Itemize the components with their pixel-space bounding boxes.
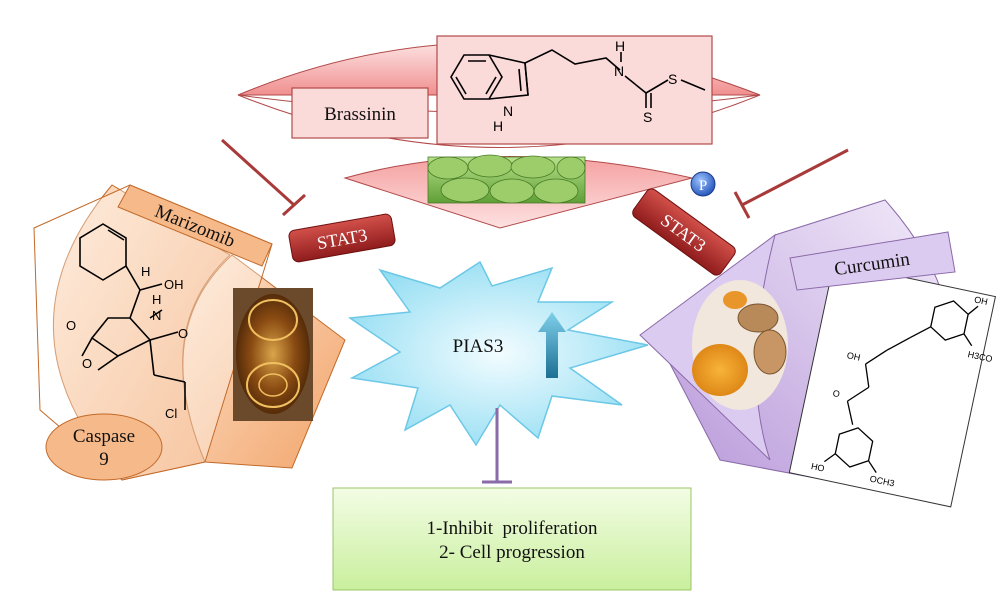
- svg-text:N: N: [614, 63, 624, 79]
- caspase-9-label-line2: 9: [99, 449, 109, 470]
- stat3-left: STAT3: [288, 213, 396, 263]
- brassinin-label: Brassinin: [324, 104, 396, 125]
- turmeric-image: [692, 280, 788, 410]
- svg-text:O: O: [66, 318, 76, 333]
- curcumin-label-tab: Curcumin: [789, 231, 956, 291]
- svg-text:S: S: [668, 71, 677, 87]
- pias3-label: PIAS3: [453, 336, 504, 357]
- curcumin-panel: OH H3CO OH O HO OCH3 Curcumin: [639, 199, 996, 508]
- phospho-badge: P: [690, 171, 716, 197]
- outcome-line-1: 1-Inhibit proliferation: [427, 518, 598, 539]
- svg-text:H: H: [615, 38, 625, 54]
- curcumin-inhibition-arrow: [733, 148, 849, 219]
- cabbage-heads: [427, 154, 586, 204]
- brassinin-panel: Brassinin H N S S N H: [237, 35, 761, 229]
- pias3-inhibition-arrow: [482, 408, 512, 484]
- svg-text:S: S: [643, 109, 652, 125]
- svg-text:N: N: [503, 103, 513, 119]
- svg-text:HO: HO: [810, 461, 825, 474]
- marizomib-structure: [79, 223, 186, 410]
- phospho-label: P: [699, 178, 707, 194]
- svg-text:H: H: [152, 292, 161, 307]
- svg-text:OH: OH: [164, 277, 184, 292]
- svg-text:OH: OH: [973, 294, 988, 307]
- svg-text:N: N: [152, 308, 161, 323]
- svg-text:H: H: [493, 118, 503, 134]
- outcome-box: 1-Inhibit proliferation 2- Cell progress…: [332, 487, 692, 591]
- brassinin-label-box: [291, 87, 429, 139]
- stat3-right: STAT3: [632, 188, 736, 276]
- brassinin-structure: [450, 49, 706, 108]
- svg-text:Cl: Cl: [165, 406, 177, 421]
- marizomib-panel: Marizomib H OH H N O O O Cl: [33, 184, 346, 481]
- pias3-burst: PIAS3: [347, 260, 649, 447]
- pias3-upregulation-arrow: [538, 312, 566, 378]
- svg-text:OH: OH: [846, 350, 861, 363]
- marizomib-atoms: H OH H N O O O Cl: [66, 264, 188, 421]
- svg-text:H: H: [141, 264, 150, 279]
- brassinin-inhibition-arrow: [220, 138, 307, 217]
- svg-text:O: O: [82, 356, 92, 371]
- brassinin-structure-box: [436, 35, 713, 145]
- mushroom-image: [233, 288, 313, 421]
- caspase-9-oval: Caspase 9: [45, 413, 163, 481]
- curcumin-structure-box: [788, 261, 996, 508]
- caspase-9-label-line1: Caspase: [73, 426, 135, 447]
- svg-text:O: O: [832, 388, 841, 399]
- brassinin-atoms: H N S S N H: [493, 38, 677, 134]
- svg-text:O: O: [178, 326, 188, 341]
- curcumin-structure: [823, 300, 979, 474]
- outcome-line-2: 2- Cell progression: [439, 542, 585, 563]
